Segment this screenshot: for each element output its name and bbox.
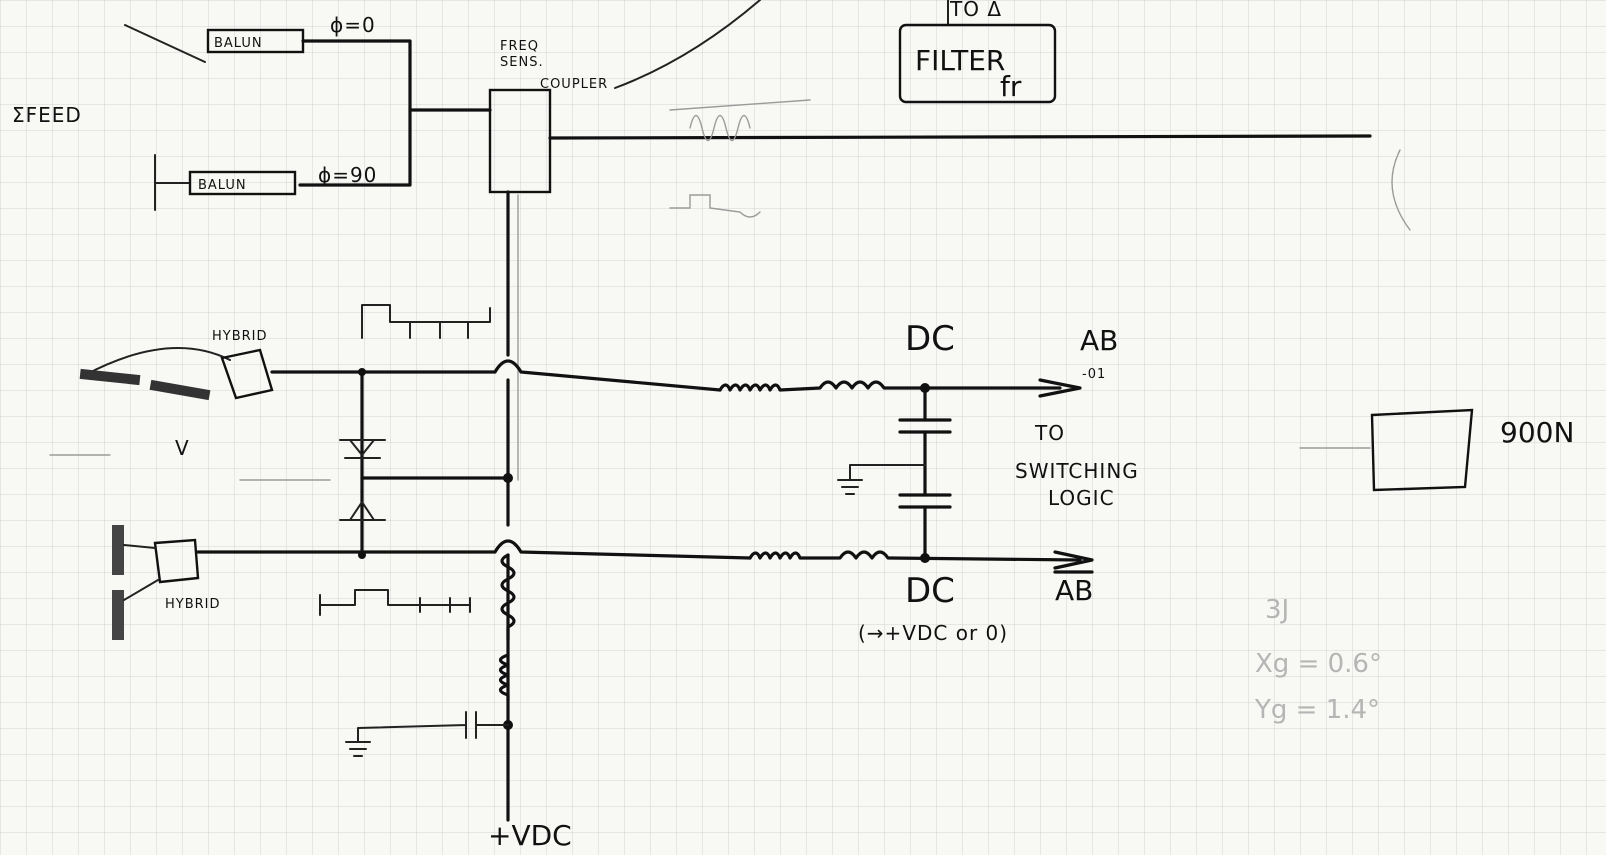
ab-bar-line-left [196, 539, 752, 560]
faint-curve [1391, 149, 1411, 231]
hybrid-bottom-label: HYBRID [165, 597, 221, 612]
vdc-label: +VDC [488, 819, 572, 852]
ab-top-label: AB [1080, 324, 1118, 357]
bottom-pulse-waveform [319, 589, 471, 616]
box-900-label: 900N [1500, 416, 1574, 449]
hybrid-bottom-leads [123, 544, 159, 601]
balun-bottom-box [188, 170, 297, 196]
filter-label-2: fr [1000, 70, 1022, 103]
diode-top [339, 439, 386, 456]
sum-feed-label: ΣFEED [12, 103, 82, 127]
pencil-yg: Yg = 1.4° [1254, 695, 1380, 725]
dc-top-label: DC [905, 319, 955, 359]
bias-resistor [500, 553, 516, 642]
bias-inductor [498, 653, 510, 702]
coupler-label-1: FREQ [500, 39, 539, 54]
top-fragment-label: TO Δ [949, 0, 1002, 21]
ab-bar-choke [748, 550, 1082, 562]
box-900 [1370, 408, 1474, 492]
hybrid-top-box [220, 348, 274, 400]
pulse-waveform-sketch [669, 194, 761, 218]
ab-top-choke [718, 380, 1062, 392]
junction-dot-top [358, 368, 366, 376]
pencil-xg: Xg = 0.6° [1255, 649, 1382, 679]
balun-combiner-line [298, 39, 412, 187]
filter-label-1: FILTER [915, 44, 1005, 77]
dc-bottom-label: DC [905, 571, 955, 611]
hybrid-bottom-box [153, 538, 200, 584]
freq-coupler-box [488, 88, 552, 194]
ab-top-arrow [1038, 378, 1082, 398]
hybrid-top-label: HYBRID [212, 329, 268, 344]
top-pulse-waveform [361, 304, 491, 339]
top-antenna-element-1 [79, 368, 141, 386]
switching-label-1: TO [1034, 421, 1065, 445]
bottom-antenna-element-2 [112, 590, 124, 640]
balun-top-label: BALUN [214, 36, 263, 51]
ab-bar-arrow [1053, 550, 1094, 570]
v-label: V [175, 436, 190, 460]
ab-bar-label: AB [1055, 574, 1093, 607]
filter-box [898, 23, 1057, 104]
dc-bottom-note: (→+VDC or 0) [858, 621, 1008, 645]
phase-0-label: ϕ=0 [330, 13, 376, 37]
dc-node-bottom [920, 553, 930, 563]
bias-cap-ground [345, 711, 509, 757]
coupler-label-3: COUPLER [540, 77, 608, 92]
ab-top-sub-label: -01 [1082, 367, 1106, 382]
coupler-label-2: SENS. [500, 55, 544, 70]
coupler-leader-line [614, 0, 761, 89]
switching-label-2: SWITCHING [1015, 459, 1139, 483]
dc-node-top [920, 383, 930, 393]
top-feed-stub [124, 24, 206, 63]
waveform-guide [669, 99, 811, 111]
diode-bottom [339, 501, 386, 521]
top-antenna-element-2 [149, 379, 211, 401]
switching-label-3: LOGIC [1048, 486, 1115, 510]
ab-line-top-left [270, 359, 722, 392]
junction-dot-mid [503, 473, 513, 483]
balun-bottom-label: BALUN [198, 178, 247, 193]
hybrid-top-lead [84, 347, 231, 376]
rf-waveform-sketch [689, 114, 751, 142]
cap-ground [837, 464, 926, 495]
bottom-antenna-element-1 [112, 525, 124, 575]
pencil-3j: 3J [1265, 595, 1289, 625]
phase-90-label: ϕ=90 [318, 163, 377, 187]
main-output-line [548, 134, 1372, 140]
